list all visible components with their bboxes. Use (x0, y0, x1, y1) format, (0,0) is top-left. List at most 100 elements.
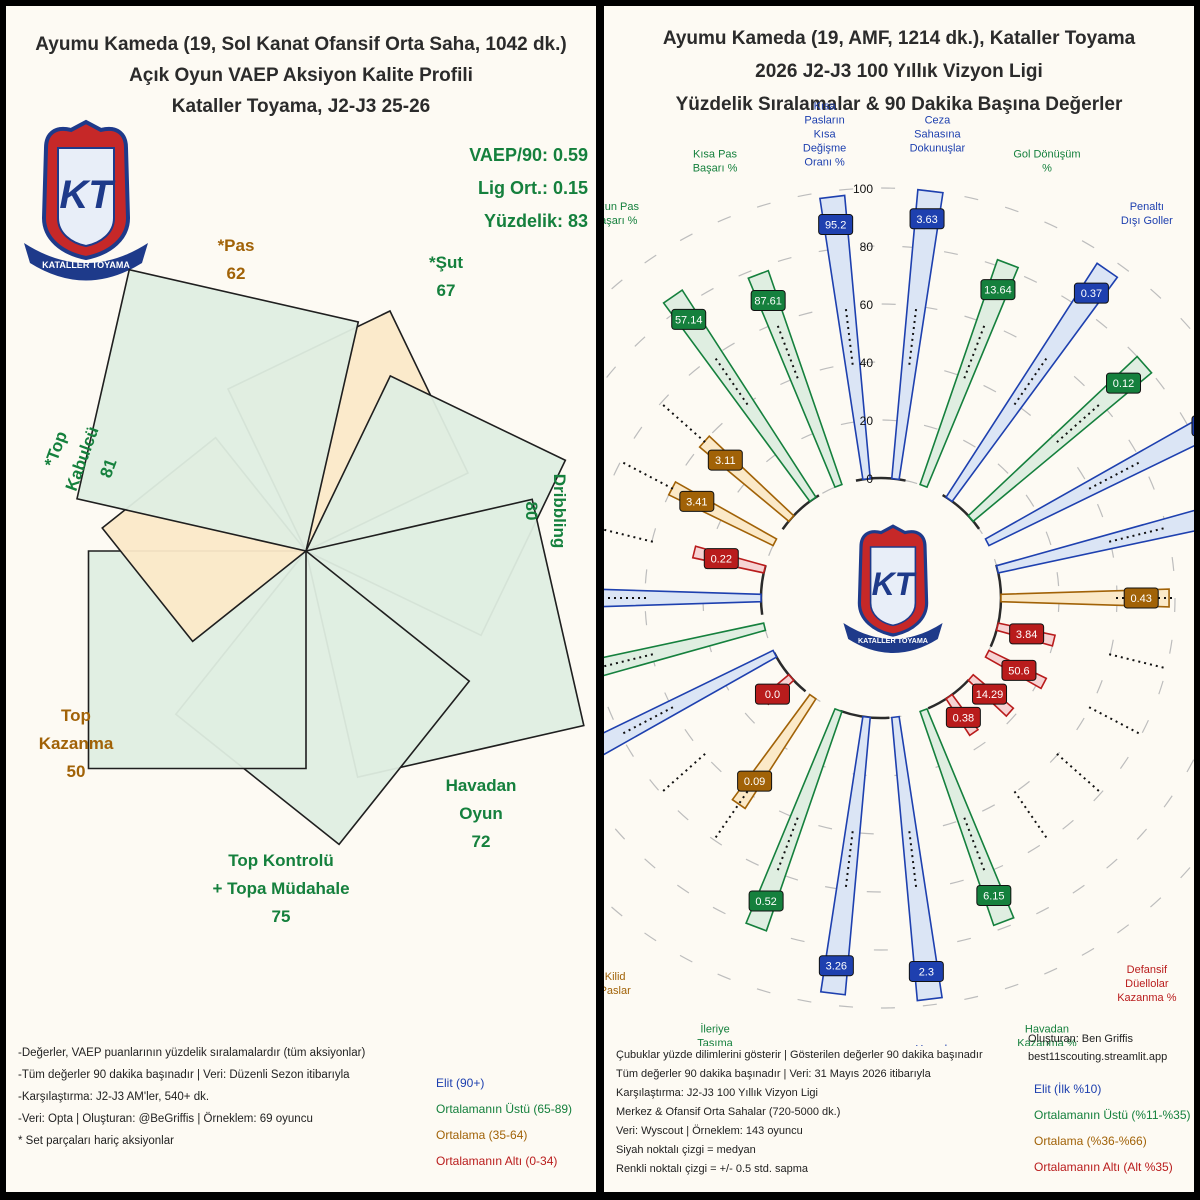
polar-label-line: Kazanma % (1017, 1038, 1077, 1046)
polar-label-line: Gol Dönüşüm (1013, 148, 1080, 160)
value-badge-text: 3.26 (826, 961, 847, 973)
polar-label-6: Gol Dönüşüm% (1013, 148, 1080, 174)
polar-bar-24 (604, 588, 762, 608)
polar-label-line: Ceza (925, 114, 952, 126)
left-title-line-2: Açık Oyun VAEP Aksiyon Kalite Profili (129, 65, 473, 86)
right-legend-average: Ortalama (%36-%66) (1034, 1134, 1147, 1148)
left-legend-above: Ortalamanın Üstü (65-89) (436, 1102, 573, 1116)
median-line (1108, 526, 1168, 543)
polar-bar-18 (819, 715, 872, 996)
radar-axis-label: *Şut (429, 253, 463, 272)
right-note-2: Tüm değerler 90 dakika başınadır | Veri:… (616, 1068, 931, 1080)
radar-axis-label: Havadan (446, 776, 517, 795)
value-badge-box (707, 449, 743, 471)
polar-grid-ring (604, 245, 1194, 951)
polar-value-badge-3: 87.61 (750, 289, 786, 311)
value-badge-box (818, 955, 854, 977)
polar-value-badge-13: 50.6 (1001, 659, 1037, 681)
polar-label-line: Taşıma (697, 1038, 733, 1046)
left-panel: Ayumu Kameda (19, Sol Kanat Ofansif Orta… (6, 6, 596, 1192)
percentile-polar-chart: 3.11Son ÜçteİleriyePaslar57.14Uzun PasBa… (604, 100, 1194, 1046)
right-note-1: Çubuklar yüzde dilimlerini gösterir | Gö… (616, 1049, 983, 1061)
radar-axis-label: Kazanma (39, 734, 114, 753)
polar-bar-19 (745, 707, 843, 932)
value-badge-text: 87.61 (754, 295, 782, 307)
polar-bar-9 (984, 420, 1194, 547)
team-logo-left: KT KATALLER TOYAMA (24, 119, 148, 281)
polar-grid-ring (604, 303, 1176, 893)
polar-label-line: Oranı % (804, 156, 845, 168)
polar-value-badge-7: 0.37 (1073, 282, 1109, 304)
polar-value-badge-20: 0.09 (737, 770, 773, 792)
polar-label-line: Defansif (1127, 964, 1168, 976)
radar-axis-label: Top Kontrolü (228, 851, 333, 870)
median-line (604, 528, 654, 543)
right-note-6: Siyah noktalı çizgi = medyan (616, 1144, 756, 1156)
value-badge-text: 3.63 (916, 214, 937, 226)
team-logo-center: KT KATALLER TOYAMA (843, 524, 943, 653)
polar-label-line: Havadan (915, 1044, 959, 1046)
polar-bar-8 (967, 355, 1153, 523)
value-badge-box (972, 683, 1008, 705)
left-title-line-1: Ayumu Kameda (19, Sol Kanat Ofansif Orta… (35, 34, 567, 55)
value-badge-text: 0.0 (765, 689, 780, 701)
value-badge-box (908, 960, 944, 982)
median-line (712, 790, 749, 842)
polar-bar-10 (995, 509, 1194, 574)
value-badge-text: 2.3 (919, 966, 934, 978)
right-note-4: Merkez & Ofansif Orta Sahalar (720-5000 … (616, 1106, 841, 1118)
polar-bar-23 (604, 622, 767, 677)
right-note-3: Karşılaştırma: J2-J3 100 Yıllık Vizyon L… (616, 1087, 818, 1099)
value-badge-text: 0.09 (744, 776, 765, 788)
polar-value-badge-9: 0.39 (1191, 415, 1194, 437)
polar-bar-6 (919, 258, 1020, 489)
right-legend-elite: Elit (İlk %10) (1034, 1082, 1102, 1096)
polar-label-20: KilidPaslar (604, 971, 631, 997)
polar-label-line: Dışı Goller (1121, 215, 1173, 227)
polar-value-badge-8: 0.12 (1106, 372, 1142, 394)
value-badge-box (748, 890, 784, 912)
polar-label-line: Düellolar (1125, 978, 1169, 990)
left-note-5: * Set parçaları hariç aksiyonlar (18, 1135, 174, 1147)
value-badge-text: 0.43 (1130, 593, 1151, 605)
right-legend-above: Ortalamanın Üstü (%11-%35) (1034, 1108, 1191, 1122)
radar-axis-value: 62 (227, 264, 246, 283)
polar-label-line: Başarı % (693, 162, 738, 174)
radar-axis-label: *Pas (218, 236, 255, 255)
credit-url: best11scouting.streamlit.app (1028, 1051, 1168, 1063)
value-badge-box (980, 279, 1016, 301)
median-line (1056, 753, 1103, 795)
left-note-4: -Veri: Opta | Oluşturan: @BeGriffis | Ör… (18, 1113, 313, 1125)
polar-value-badge-15: 0.38 (945, 706, 981, 728)
value-badge-box (818, 214, 854, 236)
radar-square-7 (76, 268, 360, 552)
radar-label-group-2: *Şut 67 (429, 253, 463, 300)
polar-value-badge-16: 6.15 (976, 885, 1012, 907)
polar-label-line: Havadan (1025, 1024, 1069, 1036)
right-panel: Ayumu Kameda (19, AMF, 1214 dk.), Katall… (604, 6, 1194, 1192)
radar-axis-value: 67 (437, 281, 456, 300)
polar-label-line: Pasların (804, 114, 844, 126)
value-badge-box (754, 683, 790, 705)
logo-letters: KT (59, 173, 116, 217)
median-line (1013, 790, 1050, 842)
median-line (712, 354, 749, 406)
radar-axis-value: 75 (272, 907, 291, 926)
polar-tick-label: 40 (860, 356, 874, 370)
right-note-7: Renkli noktalı çizgi = +/- 0.5 std. sapm… (616, 1163, 808, 1175)
value-badge-box (703, 548, 739, 570)
value-badge-box (737, 770, 773, 792)
polar-bar-4 (819, 194, 872, 481)
value-badge-box (976, 885, 1012, 907)
radar-axis-label: Oyun (459, 804, 502, 823)
polar-value-badge-14: 14.29 (972, 683, 1008, 705)
median-line (1088, 706, 1143, 736)
